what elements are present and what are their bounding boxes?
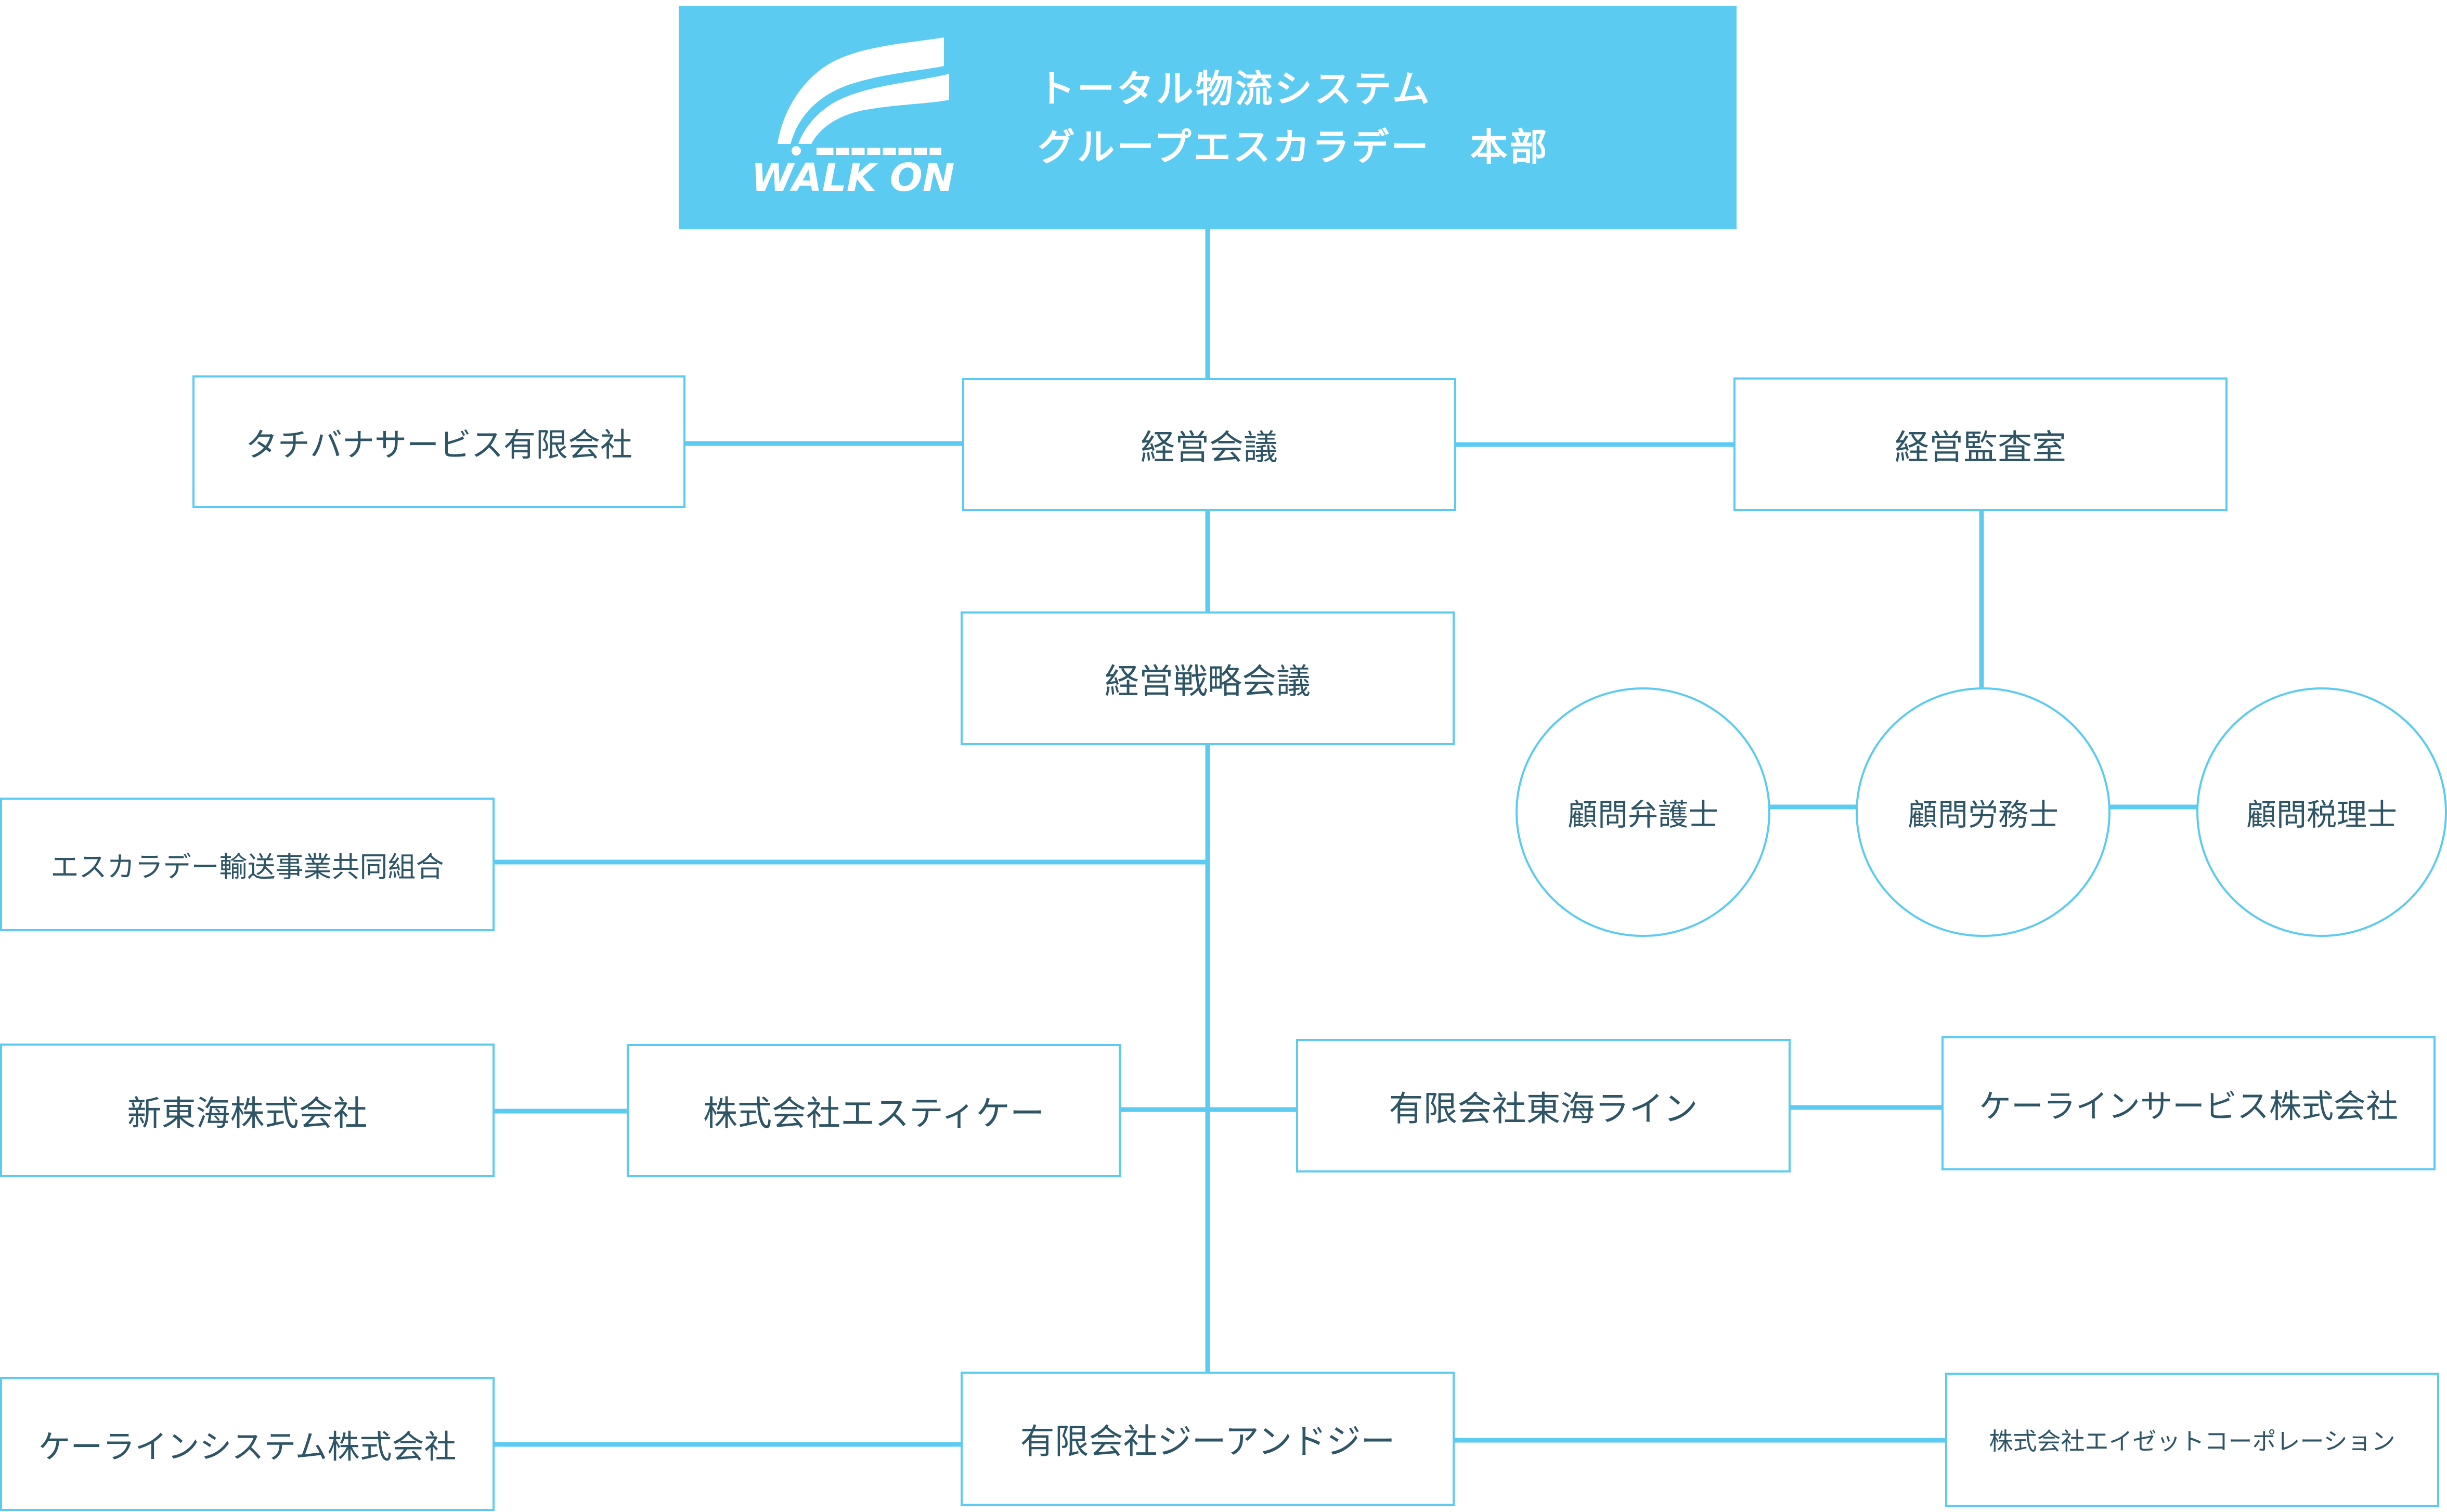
hq-title: トータル物流システム グループエスカラデー 本部: [1038, 6, 1549, 229]
node-bengoshi: 顧問弁護士: [1516, 687, 1770, 937]
walk-on-logo: WALK ON: [751, 37, 954, 199]
node-k-line-system: ケーラインシステム株式会社: [0, 1377, 495, 1511]
hq-title-line1: トータル物流システム: [1038, 67, 1432, 111]
node-g-and-g: 有限会社ジーアンドジー: [961, 1372, 1455, 1506]
hq-title-line2: グループエスカラデー 本部: [1038, 125, 1549, 169]
node-zeirishi: 顧問税理士: [2196, 687, 2447, 937]
node-shintokai: 新東海株式会社: [0, 1044, 495, 1177]
node-kansa: 経営監査室: [1733, 377, 2228, 511]
node-roumushi: 顧問労務士: [1856, 687, 2111, 937]
logo-text: WALK ON: [751, 155, 954, 199]
node-tokai-line: 有限会社東海ライン: [1296, 1039, 1791, 1172]
node-stk: 株式会社エスティケー: [627, 1044, 1121, 1177]
node-h-z: 株式会社エイゼットコーポレーション: [1945, 1373, 2439, 1507]
node-k-line-service: ケーラインサービス株式会社: [1941, 1036, 2436, 1170]
hq-header: WALK ON トータル物流システム グループエスカラデー 本部: [679, 6, 1737, 229]
node-senryaku: 経営戦略会議: [961, 611, 1455, 745]
node-tachibana: タチバナサービス有限会社: [192, 375, 685, 508]
node-kumiai: エスカラデー輸送事業共同組合: [0, 798, 495, 931]
node-keiei-kaigi: 経営会議: [962, 378, 1456, 511]
